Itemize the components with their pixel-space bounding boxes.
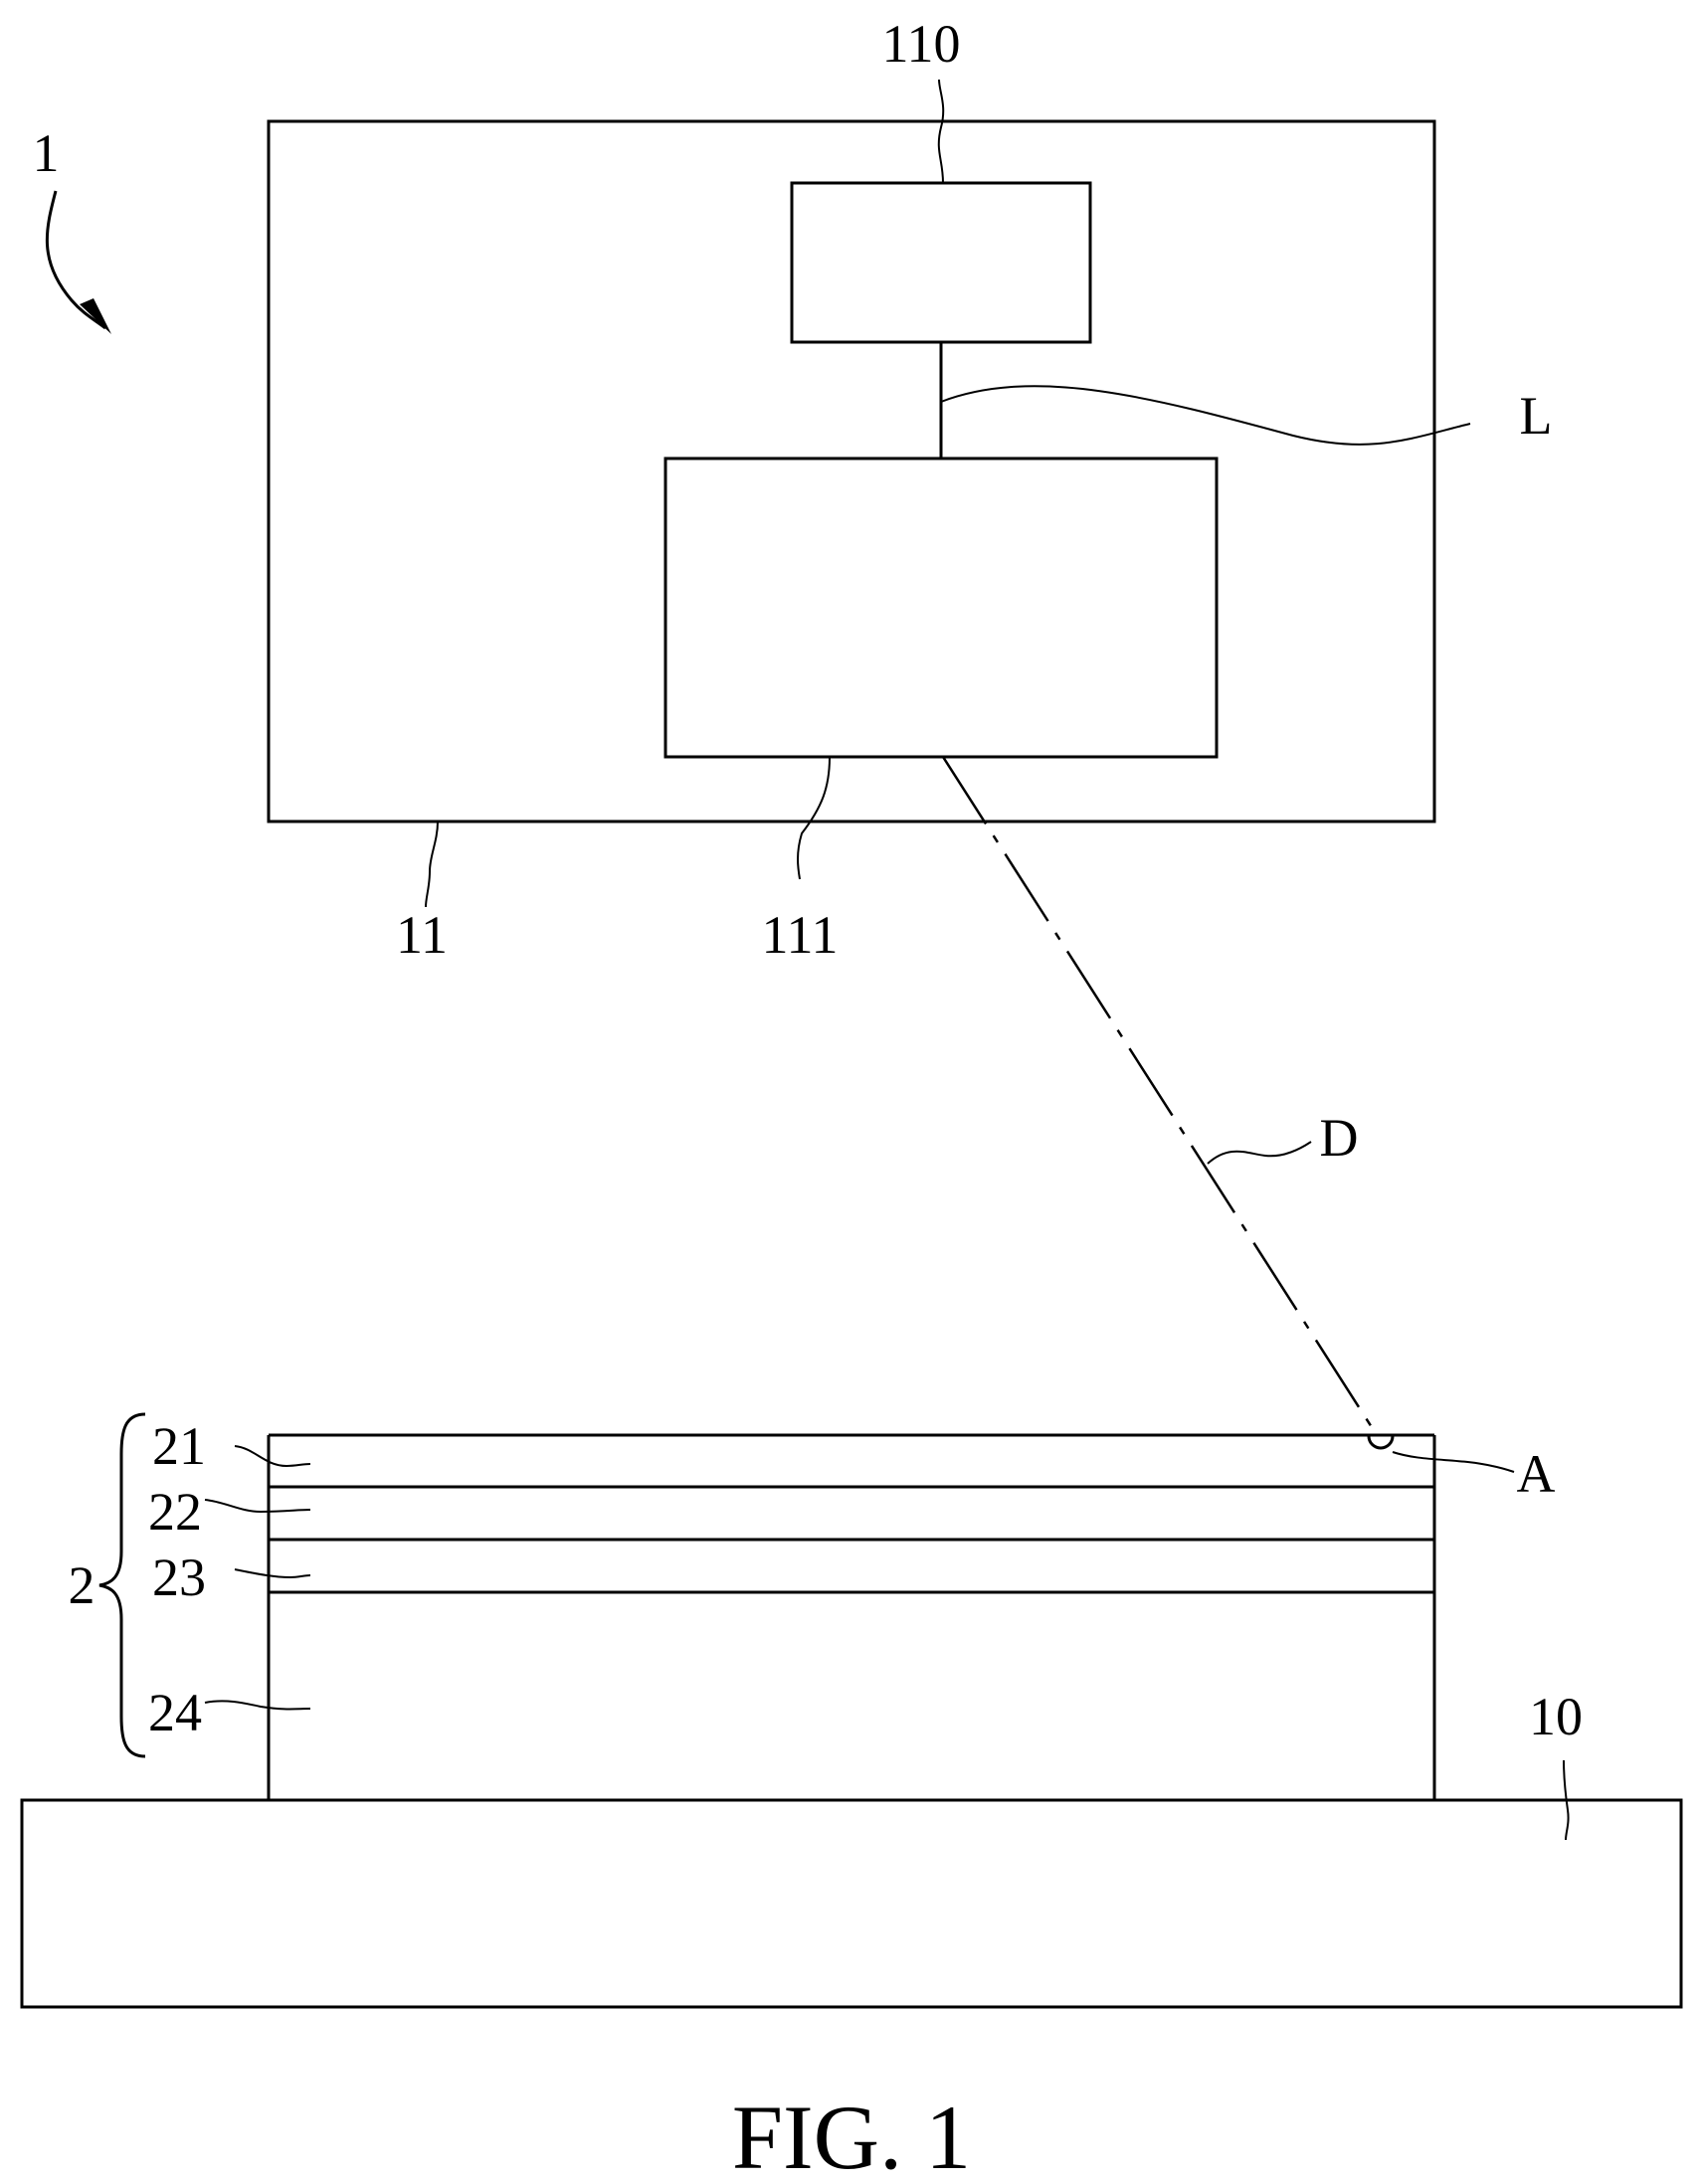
label-stack: 2 — [69, 1555, 95, 1615]
spot-marker — [1369, 1436, 1393, 1448]
label-beam: D — [1320, 1108, 1359, 1168]
upper-component-box — [792, 183, 1090, 342]
label-lower-box: 111 — [762, 905, 839, 965]
system-pointer — [47, 191, 111, 334]
label-layer-24: 24 — [148, 1683, 202, 1742]
leader-layer-24 — [205, 1701, 310, 1709]
base-plate — [22, 1800, 1681, 2007]
label-layer-21: 21 — [152, 1416, 206, 1476]
leader-beam — [1208, 1142, 1311, 1164]
leader-connector — [941, 386, 1470, 445]
label-system: 1 — [33, 123, 60, 183]
leader-layer-23 — [235, 1569, 310, 1577]
label-base: 10 — [1529, 1687, 1583, 1746]
label-connector: L — [1520, 386, 1553, 446]
stack-brace — [99, 1414, 145, 1756]
leader-layer-22 — [205, 1500, 310, 1512]
beam-line — [943, 757, 1377, 1435]
leader-upper-box — [939, 80, 943, 183]
lower-component-box — [665, 458, 1217, 757]
leader-lower-box — [798, 757, 830, 879]
figure-caption: FIG. 1 — [732, 2087, 971, 2184]
label-layer-22: 22 — [148, 1482, 202, 1542]
label-spot: A — [1517, 1444, 1556, 1504]
leader-housing — [426, 821, 438, 907]
housing-box — [269, 121, 1434, 821]
leader-layer-21 — [235, 1446, 310, 1466]
label-layer-23: 23 — [152, 1547, 206, 1607]
label-upper-box: 110 — [882, 14, 961, 74]
label-housing: 11 — [396, 905, 448, 965]
leader-spot — [1393, 1452, 1514, 1472]
layer-stack — [269, 1435, 1434, 1800]
